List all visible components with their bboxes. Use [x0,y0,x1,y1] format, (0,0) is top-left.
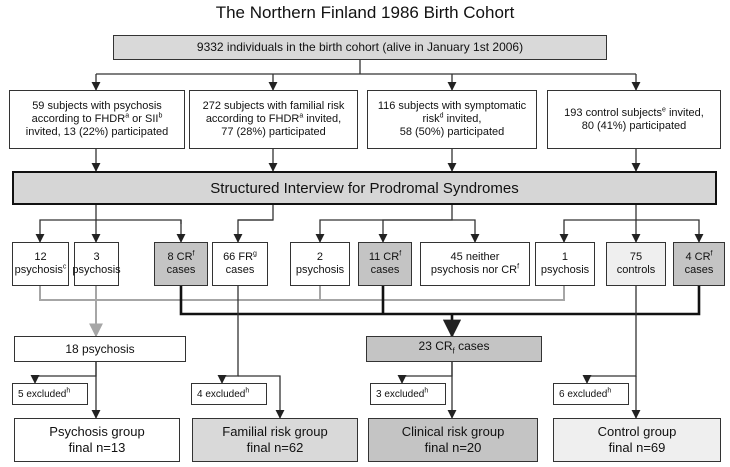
branch-symptomatic-b [378,219,452,243]
invited-familial-line2: according to FHDRa invited, [205,112,342,125]
invited-familial-line3: 77 (28%) participated [221,126,326,138]
psychosis-group-final: final n=13 [68,440,126,455]
clinical-group-final: final n=20 [424,440,482,455]
cr-total-text: 23 CRf cases [418,339,490,356]
psychosis-total-box: 18 psychosis [14,336,186,362]
arrow-control-excluded [582,286,637,384]
arrow-familial-final [238,375,285,419]
branch-psychosis-sample [35,205,97,243]
invited-psychosis-line1: 59 subjects with psychosis [32,100,162,112]
branch-familial [233,205,274,243]
psychosis-collector-line [39,286,565,301]
familial-group-name: Familial risk group [222,424,328,439]
connector-cohort [96,60,636,75]
control-group-final: final n=69 [608,440,666,455]
excluded-familial: 4 excludedh [191,383,267,405]
psychosis-group-name: Psychosis group [49,424,145,439]
branch-symptomatic-c [452,219,480,243]
cr-total-box: 23 CRf cases [366,336,542,362]
arrow-familial-excluded [217,286,239,384]
interview-box: Structured Interview for Prodromal Syndr… [12,171,717,205]
cohort-box: 9332 individuals in the birth cohort (al… [113,35,607,60]
invited-psychosis-line2: according to FHDRa or SIIb [31,112,163,125]
cr-collector-line [179,286,701,316]
psychosis-total-text: 18 psychosis [65,341,135,356]
invited-symptomatic-line3: 58 (50%) participated [399,126,505,138]
invited-control-line2: 80 (41%) participated [581,119,687,132]
invited-psychosis-box: 59 subjects with psychosis according to … [9,90,185,149]
invited-familial-line1: 272 subjects with familial risk [202,100,345,112]
arrow-cr-excluded [397,362,453,384]
excluded-control: 6 excludedh [553,383,629,405]
control-group-name: Control group [597,424,677,439]
branch-control [559,205,637,243]
arrow-psychosis-excluded [30,362,97,384]
invited-symptomatic-line2: riskd invited, [422,112,482,125]
invited-symptomatic-line1: 116 subjects with symptomatic [377,100,527,112]
cohort-text: 9332 individuals in the birth cohort (al… [196,40,524,54]
invited-control-box: 193 control subjectse invited, 80 (41%) … [547,90,721,149]
page-title: The Northern Finland 1986 Birth Cohort [215,3,515,22]
branch-control-c [636,219,704,243]
interview-text: Structured Interview for Prodromal Syndr… [210,179,519,197]
familial-group-final: final n=62 [246,440,304,455]
invited-psychosis-line3: invited, 13 (22%) participated [25,126,169,138]
clinical-group-name: Clinical risk group [401,424,505,439]
invited-control-line1: 193 control subjectse invited, [564,105,704,119]
invited-familial-box: 272 subjects with familial risk accordin… [189,90,358,149]
invited-symptomatic-box: 116 subjects with symptomatic riskd invi… [367,90,537,149]
branch-psychosis-sample-b [96,219,186,243]
excluded-clinical: 3 excludedh [370,383,446,405]
excluded-psychosis: 5 excludedh [12,383,88,405]
branch-symptomatic [315,205,453,243]
